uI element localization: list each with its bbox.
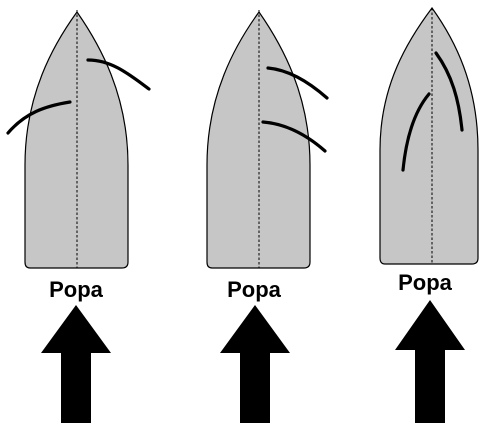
line-3b (401, 92, 431, 172)
line-2b (261, 120, 327, 153)
arrow-up-icon (395, 300, 465, 423)
hull-2 (206, 10, 311, 269)
boat-1: Popa (6, 10, 151, 423)
line-1a (86, 58, 151, 91)
label-popa-2: Popa (227, 277, 282, 302)
boat-2: Popa (206, 10, 329, 423)
arrow-up-icon (220, 305, 290, 423)
line-2a (266, 66, 329, 100)
line-1b (6, 100, 72, 135)
boat-3: Popa (379, 6, 479, 423)
line-3a (434, 51, 464, 132)
arrow-up-icon (41, 305, 111, 423)
hull-1 (24, 10, 129, 269)
label-popa-3: Popa (398, 270, 453, 295)
hull-3 (379, 6, 479, 265)
label-popa-1: Popa (49, 277, 104, 302)
